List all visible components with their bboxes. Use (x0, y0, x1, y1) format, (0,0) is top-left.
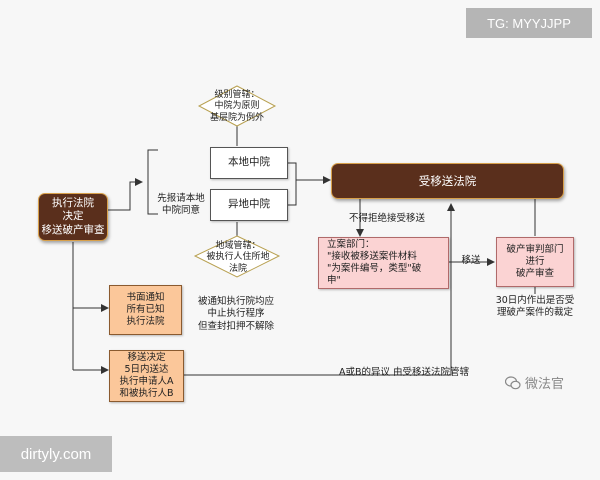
filing-box: 立案部门： "接收被移送案件材料 "为案件编号，类型"破 申" (318, 237, 449, 289)
receiving-court-node: 受移送法院 (331, 163, 564, 199)
ruling-label: 30日内作出是否受 理破产案件的裁定 (495, 295, 575, 319)
region-diamond-shape (193, 235, 281, 278)
telegram-watermark: TG: MYYJJPP (466, 8, 592, 38)
region-diamond-text: 地域管辖： 被执行人住所地 法院 (206, 241, 270, 274)
wechat-logo: 微法官 (505, 373, 564, 392)
bankruptcy-box: 破产审判部门 进行 破产审查 (496, 237, 574, 287)
level-diamond-shape (197, 85, 277, 127)
logo-text: 微法官 (525, 377, 565, 392)
other-court-box: 异地中院 (210, 189, 288, 221)
no-refuse-label: 不得拒绝接受移送 (348, 213, 425, 224)
notice-label: 被通知执行院均应 中止执行程序 但查封扣押不解除 (197, 296, 274, 332)
edge-service-to-receiving (184, 203, 455, 376)
transfer-label: 移送 (461, 255, 481, 266)
start-node: 执行法院 决定 移送破产审查 (38, 193, 108, 241)
local-court-box: 本地中院 (210, 147, 288, 179)
site-watermark: dirtyly.com (0, 436, 112, 472)
bracket-right (287, 162, 297, 206)
bracket-left (147, 149, 158, 215)
objection-label: A或B的异议 由受移送法院管辖 (339, 367, 470, 378)
notice-box: 书面通知 所有已知 执行法院 (109, 285, 182, 335)
wechat-icon (505, 375, 521, 389)
report-label: 先报请本地 中院同意 (157, 193, 205, 217)
service-box: 移送决定 5日内送达 执行申请人A 和被执行人B (109, 350, 184, 402)
level-diamond-text: 级别管辖： 中院为原则 基层院为例外 (209, 90, 264, 123)
edge-start-to-report (108, 178, 143, 211)
